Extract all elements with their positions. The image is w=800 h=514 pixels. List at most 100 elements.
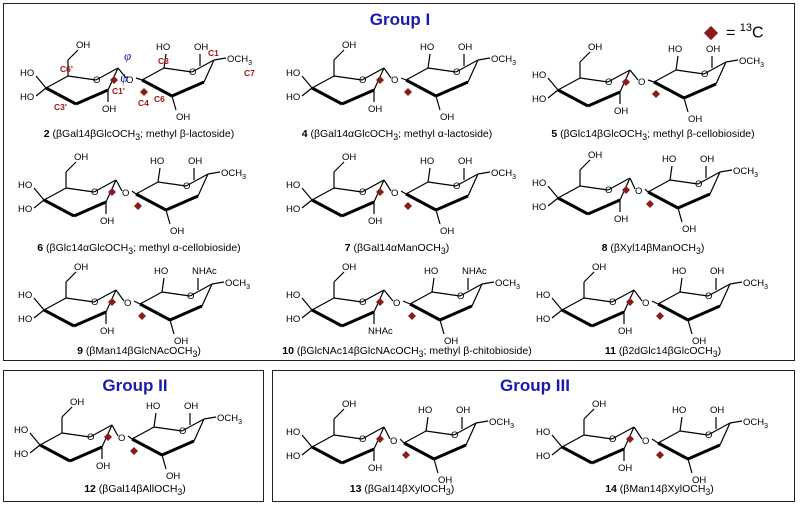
- cmp11-reducing-ring-bond: [679, 430, 709, 436]
- cmp11-methoxy-group: OCH3: [743, 417, 768, 430]
- cmp8-nonreducing-ring-bond: [561, 297, 585, 311]
- cmp7-nonreducing-ring-bond: [341, 310, 375, 328]
- cmp9-nonreducing-ring-oxygen: O: [87, 432, 94, 443]
- cmp3-nonreducing-ring-oxygen: O: [91, 187, 98, 198]
- cmp5-reducing-ring-bond: [709, 171, 721, 195]
- cmp11-c1p-label-marker: [626, 435, 634, 443]
- cmp10-c6-reducing-hydroxyl: OH: [438, 475, 452, 486]
- cmp9-nonreducing-ring-bond: [69, 445, 103, 463]
- cmp8-c4-bond: [551, 297, 563, 311]
- cmp6-reducing-ring-bond: [139, 291, 163, 305]
- cmp4-nonreducing-ring-bond: [361, 179, 385, 193]
- cmp5-reducing-ring-bond: [647, 179, 671, 193]
- cmp11-nonreducing-ring-bond: [561, 445, 593, 465]
- cmp11-nonreducing-ring-bond: [611, 426, 635, 440]
- cmp6-reducing-ring-bond: [139, 302, 171, 322]
- cmp2-c3-bond: [547, 89, 559, 99]
- cmp0-c4-label-marker: [140, 88, 148, 96]
- legend-element: C: [752, 24, 764, 42]
- cmp4-c6-reducing-hydroxyl: OH: [440, 226, 454, 237]
- cmp2-nonreducing-ring-bond: [587, 90, 621, 108]
- cmp9-reducing-ring-bond: [131, 426, 155, 440]
- cmp0-c3-hydroxyl: HO: [20, 92, 34, 103]
- cmp11-c2-substituent: OH: [618, 463, 632, 474]
- cmp2-c2-reducing-substituent: OH: [706, 44, 720, 55]
- compound-8-caption: 8 (βXyl14βManOCH3): [601, 242, 705, 257]
- cmp5-glycosidic-bond: [629, 177, 636, 190]
- cmp1-reducing-ring-bond: [455, 59, 479, 73]
- cmp10-reducing-ring-bond: [433, 443, 467, 461]
- cmp2-reducing-ring-bond: [653, 69, 677, 83]
- cmp11-nonreducing-ring-bond: [583, 434, 613, 440]
- cmp5-glycosidic-oxygen: O: [635, 186, 642, 197]
- cmp0-glycosidic-oxygen: O: [126, 75, 133, 86]
- cmp11-c3-bond: [551, 446, 563, 456]
- cmp1-c6-reducing-bond: [435, 95, 441, 111]
- cmp4-c6-bond: [333, 161, 345, 173]
- cmp4-reducing-ring-bond: [455, 173, 479, 187]
- cmp2-nonreducing-ring-bond: [557, 88, 589, 108]
- cmp1-reducing-ring-bond: [427, 67, 457, 73]
- cmp5-nonreducing-ring-bond: [587, 198, 621, 216]
- cmp8-reducing-ring-bond: [657, 302, 689, 322]
- cmp5-c6-bond: [579, 159, 591, 171]
- group-2-title: Group II: [102, 376, 168, 395]
- cmp4-c1-bond: [477, 171, 491, 175]
- cmp10-nonreducing-ring-bond: [341, 447, 375, 465]
- cmp0-nonreducing-ring-oxygen: O: [93, 75, 100, 86]
- cmp8-c6-hydroxyl: OH: [592, 262, 606, 273]
- cmp8-reducing-ring-bond: [657, 291, 681, 305]
- cmp5-reducing-ring-bond: [697, 171, 721, 185]
- cmp4-reducing-ring-bond: [427, 181, 457, 187]
- cmp10-nonreducing-ring-bond: [311, 445, 343, 465]
- cmp0-nonreducing-ring-bond: [45, 75, 69, 89]
- cmp9-c3-hydroxyl: HO: [14, 449, 28, 460]
- cmp2-c3-reducing-hydroxyl: HO: [668, 44, 682, 55]
- cmp2-nonreducing-ring-bond: [557, 77, 581, 91]
- cmp7-nonreducing-ring-bond: [311, 297, 335, 311]
- cmp9-nonreducing-ring-bond: [39, 443, 71, 463]
- cmp5-glycosidic-bond: [644, 188, 649, 193]
- cmp2-nonreducing-ring-oxygen: O: [605, 77, 612, 88]
- legend-equals: =: [726, 24, 740, 42]
- compound-10-caption: 10 (βGlcNAc14βGlcNAcOCH3; methyl β-chito…: [282, 345, 532, 360]
- cmp10-nonreducing-ring-bond: [333, 434, 363, 440]
- cmp5-c4-hydroxyl: HO: [532, 178, 546, 189]
- cmp11-c3-reducing-hydroxyl: HO: [672, 405, 686, 416]
- cmp8-reducing-ring-bond: [687, 304, 721, 322]
- cmp9-reducing-ring-bond: [153, 426, 183, 432]
- cmp10-c4-bond: [301, 434, 313, 448]
- cmp6-methoxy-group: OCH3: [225, 278, 250, 291]
- cmp10-reducing-ring-oxygen: O: [451, 430, 458, 441]
- cmp9-c4-hydroxyl: HO: [14, 425, 28, 436]
- cmp4-c4-label-marker: [404, 202, 412, 210]
- cmp4-glycosidic-bond: [383, 179, 392, 192]
- cmp1-c3-reducing-bond: [427, 53, 431, 69]
- cmp8-c6-bond: [583, 271, 595, 283]
- cmp8-nonreducing-ring-bond: [583, 297, 613, 303]
- cmp7-c4-hydroxyl: HO: [286, 290, 300, 301]
- cmp6-nonreducing-ring-bond: [93, 289, 117, 303]
- cmp4-c6-hydroxyl: OH: [342, 152, 356, 163]
- cmp3-reducing-ring-bond: [165, 194, 199, 212]
- cmp10-c1p-label-marker: [376, 435, 384, 443]
- cmp6-reducing-ring-bond: [161, 291, 191, 297]
- cmp1-reducing-ring-bond: [435, 80, 469, 98]
- cmp1-c1p-label-marker: [376, 76, 384, 84]
- cmp2-reducing-ring-bond: [715, 61, 727, 85]
- cmp3-reducing-ring-bond: [197, 173, 209, 197]
- cmp2-glycosidic-bond: [647, 79, 655, 83]
- cmp11-glycosidic-bond: [651, 438, 659, 444]
- cmp10-c6-bond: [333, 408, 345, 420]
- compound-14-caption: 14 (βMan14βXylOCH3): [605, 483, 714, 498]
- cmp3-c4-bond: [33, 187, 45, 201]
- cmp11-reducing-ring-oxygen: O: [705, 430, 712, 441]
- cmp3-nonreducing-ring-bond: [73, 200, 107, 218]
- cmp2-c4-bond: [547, 77, 559, 91]
- cmp5-c3-hydroxyl: HO: [532, 202, 546, 213]
- cmp7-c3-hydroxyl: HO: [286, 314, 300, 325]
- cmp0-reducing-ring-bond: [163, 67, 193, 73]
- cmp0-reducing-ring-bond: [171, 80, 205, 98]
